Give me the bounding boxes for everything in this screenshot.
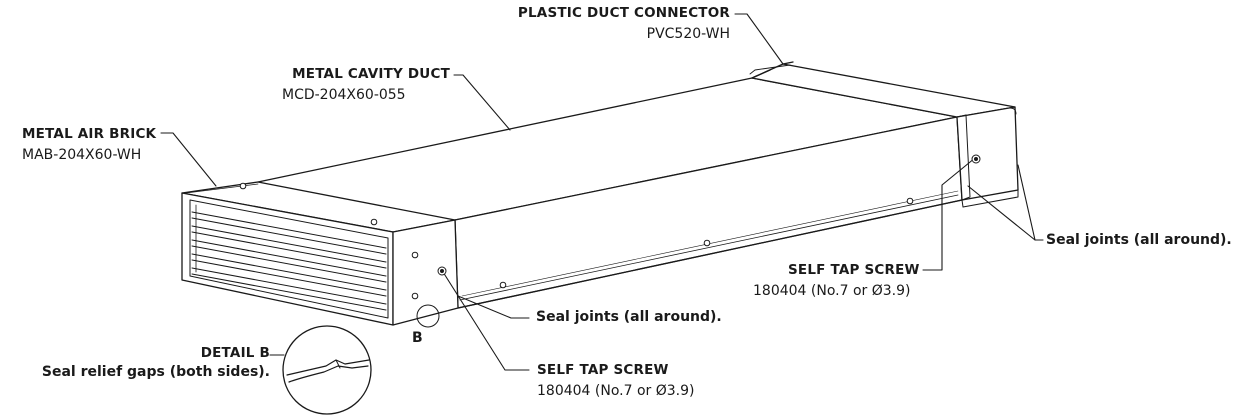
- screw-front-label: SELF TAP SCREW 180404 (No.7 or Ø3.9): [537, 362, 694, 400]
- screw-icon: [703, 239, 711, 247]
- detail-b-marker-label: B: [412, 330, 423, 346]
- screw-front-code: 180404 (No.7 or Ø3.9): [537, 383, 695, 399]
- screw-front-title: SELF TAP SCREW: [537, 362, 669, 378]
- connector-label: PLASTIC DUCT CONNECTOR PVC520-WH: [470, 5, 730, 43]
- screw-right-title: SELF TAP SCREW: [788, 262, 920, 278]
- air-brick-louvres: [191, 204, 387, 311]
- air-brick-label: METAL AIR BRICK MAB-204X60-WH: [22, 126, 156, 164]
- cavity-duct-code-wrap: MCD-204X60-055: [282, 87, 406, 104]
- screw-icon: [411, 251, 419, 259]
- detail-b-label: DETAIL B Seal relief gaps (both sides).: [20, 345, 270, 381]
- detail-b-desc: Seal relief gaps (both sides).: [41, 364, 270, 380]
- cavity-duct-label: METAL CAVITY DUCT: [230, 66, 450, 83]
- metal-cavity-duct: [257, 77, 963, 309]
- screws: [239, 154, 981, 300]
- seal-joints-right-label: Seal joints (all around).: [1046, 232, 1232, 248]
- screw-right-code: 180404 (No.7 or Ø3.9): [753, 283, 911, 299]
- screw-icon: [370, 218, 378, 226]
- cavity-duct-code: MCD-204X60-055: [282, 87, 406, 103]
- air-brick-code: MAB-204X60-WH: [22, 147, 142, 163]
- connector-title: PLASTIC DUCT CONNECTOR: [517, 5, 730, 21]
- connector-code: PVC520-WH: [646, 26, 730, 42]
- screw-icon: [499, 281, 507, 289]
- seal-joints-front-label: Seal joints (all around).: [536, 309, 722, 325]
- air-brick-title: METAL AIR BRICK: [22, 126, 157, 142]
- leader-lines: [160, 13, 1044, 371]
- screw-icon: [411, 292, 419, 300]
- screw-right-label: SELF TAP SCREW 180404 (No.7 or Ø3.9): [753, 262, 920, 300]
- plastic-duct-connector: [749, 61, 1019, 208]
- detail-b-magnified-view: [282, 325, 372, 415]
- screw-icon: [239, 182, 247, 190]
- detail-b-title: DETAIL B: [200, 345, 270, 361]
- cavity-duct-title: METAL CAVITY DUCT: [292, 66, 450, 82]
- detail-b-marker-circle: [416, 304, 440, 328]
- screw-icon: [906, 197, 914, 205]
